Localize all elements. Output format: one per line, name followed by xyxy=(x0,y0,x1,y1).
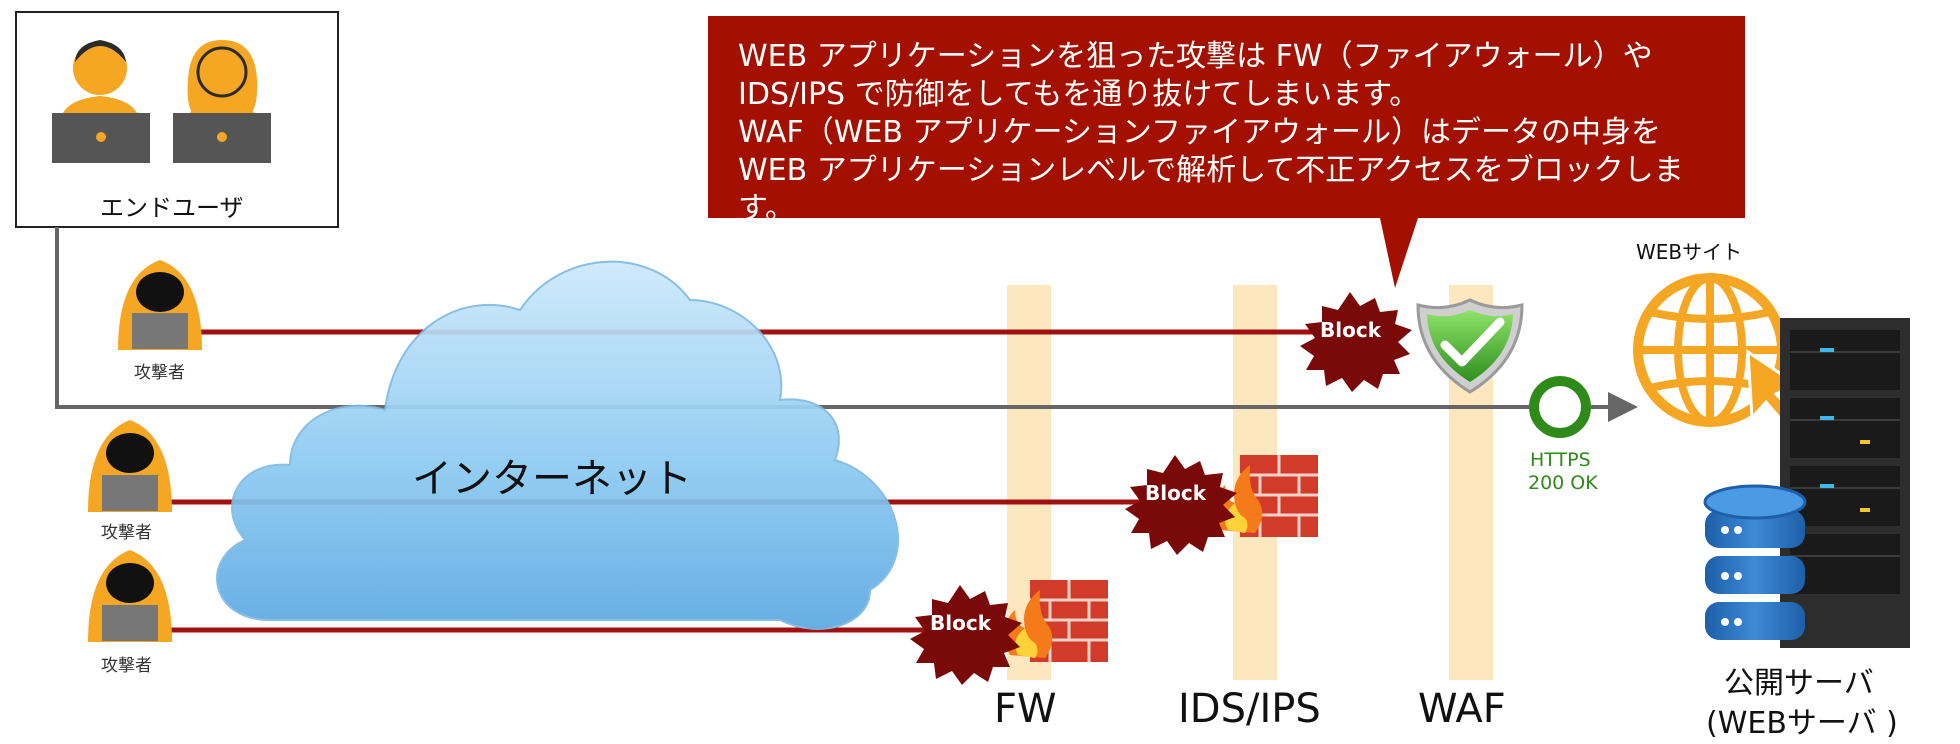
attacker-icon-3 xyxy=(88,550,172,642)
attacker-label-2: 攻撃者 xyxy=(101,523,152,543)
https-ok-ring-icon xyxy=(1529,376,1591,438)
server-label-line1: 公開サーバ xyxy=(1724,666,1874,701)
fw-brick-wall-icon xyxy=(1003,580,1108,662)
block-label-fw: Block xyxy=(930,611,991,635)
server-label-line2: (WEBサーバ ) xyxy=(1706,706,1898,741)
internet-cloud xyxy=(216,260,899,630)
website-label: WEBサイト xyxy=(1636,240,1743,264)
waf-shield-icon xyxy=(1416,298,1524,394)
layer-label-fw: FW xyxy=(994,686,1057,732)
attacker-icon-2 xyxy=(88,420,172,512)
https-status-label: 200 OK xyxy=(1528,472,1598,494)
callout-box xyxy=(708,16,1745,288)
https-label: HTTPS xyxy=(1530,449,1591,471)
user-route-line xyxy=(55,227,1610,409)
attacker-icon-1 xyxy=(118,260,202,350)
website-globe-icon xyxy=(1633,273,1803,433)
block-label-waf: Block xyxy=(1320,318,1381,342)
layer-label-waf: WAF xyxy=(1418,686,1506,732)
layer-label-ids: IDS/IPS xyxy=(1178,686,1321,732)
block-label-ids: Block xyxy=(1145,481,1206,505)
waf-block-burst xyxy=(1300,292,1412,392)
route-arrowhead xyxy=(1608,392,1638,422)
end-user-label: エンドユーザ xyxy=(100,194,244,222)
internet-label: インターネット xyxy=(412,456,692,502)
attacker-label-1: 攻撃者 xyxy=(134,363,185,383)
user-male-icon xyxy=(52,40,150,163)
ids-block-burst xyxy=(1125,455,1237,555)
attacker-label-3: 攻撃者 xyxy=(101,656,152,676)
database-icon xyxy=(1703,484,1807,640)
callout-text: WEB アプリケーションを狙った攻撃は FW（ファイアウォール）や IDS/IP… xyxy=(738,39,1684,226)
user-female-icon xyxy=(173,40,271,163)
server-rack-icon xyxy=(1780,318,1910,648)
fw-block-burst xyxy=(910,585,1022,685)
